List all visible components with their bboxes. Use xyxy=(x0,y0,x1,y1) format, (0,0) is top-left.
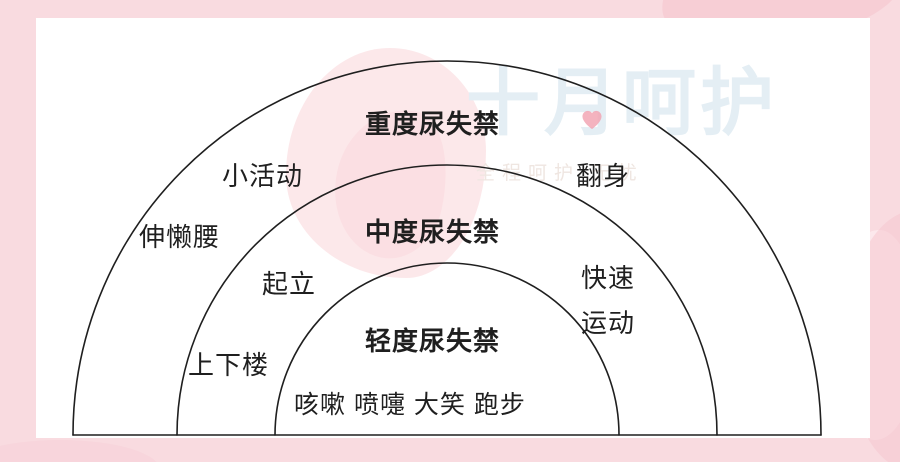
tier-label-severe: 重度尿失禁 xyxy=(365,109,501,139)
activity-label-stairs: 上下楼 xyxy=(188,350,270,380)
tier-label-mild: 轻度尿失禁 xyxy=(365,326,501,356)
diagram-canvas: 十月呵护 全程呵护 无忧 重度尿失禁 中度尿失禁 轻度尿失禁 小活动 伸懒腰 起… xyxy=(36,18,870,438)
arc-moderate xyxy=(176,164,718,436)
arc-severe xyxy=(72,60,822,436)
activity-row-mild: 咳嗽 喷嚏 大笑 跑步 xyxy=(294,391,526,419)
activity-label-small-movement: 小活动 xyxy=(222,161,304,191)
activity-label-exercise: 运动 xyxy=(581,308,636,338)
decorative-blob-bottom-left xyxy=(0,440,160,462)
activity-label-fast: 快速 xyxy=(581,263,636,293)
activity-label-stand-up: 起立 xyxy=(262,269,317,299)
activity-label-stretch: 伸懒腰 xyxy=(139,222,221,252)
activity-label-turn-over: 翻身 xyxy=(576,161,631,191)
arc-mild xyxy=(274,262,620,436)
tier-label-moderate: 中度尿失禁 xyxy=(365,217,501,247)
arc-diagram xyxy=(72,60,822,436)
